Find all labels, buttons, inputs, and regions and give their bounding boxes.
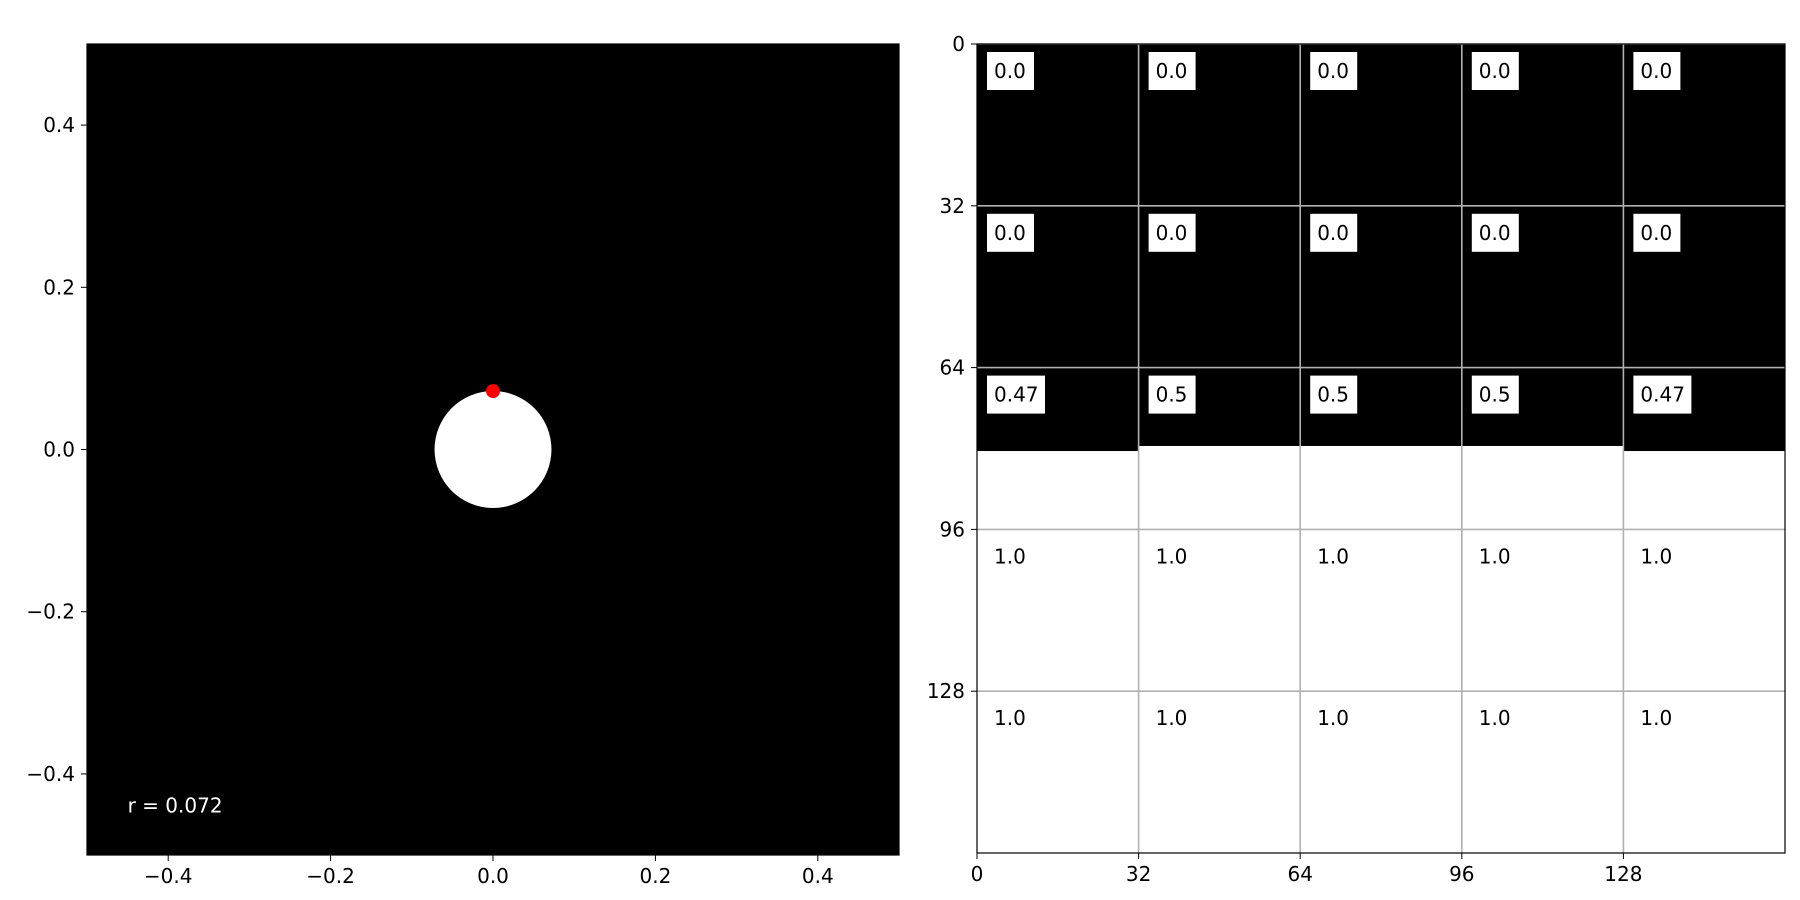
x-tick-label: −0.2 <box>306 864 355 888</box>
cell-label-box <box>987 375 1045 414</box>
cell-label-box <box>1633 213 1681 252</box>
x-tick-label: −0.4 <box>144 864 193 888</box>
cell-value: 0.5 <box>1317 383 1349 407</box>
cell-value: 0.0 <box>994 221 1026 245</box>
cell-value: 0.47 <box>1640 383 1685 407</box>
cell-value: 0.0 <box>994 59 1026 83</box>
cell-label-box <box>1310 375 1358 414</box>
cell-value: 1.0 <box>1317 706 1349 730</box>
y-tick-label: 0.2 <box>43 275 75 299</box>
cell-label-box <box>1310 213 1358 252</box>
cell-value: 0.0 <box>1156 59 1188 83</box>
cell-value: 0.0 <box>1479 221 1511 245</box>
cell-value: 0.0 <box>1317 59 1349 83</box>
cell-value: 1.0 <box>1640 706 1672 730</box>
x-tick-label: 64 <box>1287 862 1312 886</box>
red-point <box>486 384 500 399</box>
x-tick-label: 128 <box>1604 862 1642 886</box>
y-tick-label: 128 <box>927 679 965 703</box>
cell-label-box <box>1148 213 1196 252</box>
cell-value: 1.0 <box>1640 544 1672 568</box>
cell-value: 1.0 <box>1317 544 1349 568</box>
cell-label-box <box>1471 52 1519 90</box>
y-tick-label: 0.0 <box>43 438 75 462</box>
y-tick-label: 0.4 <box>43 113 75 137</box>
cell-value: 0.0 <box>1479 59 1511 83</box>
cell-label-box <box>1148 52 1196 90</box>
cell-value: 0.0 <box>1640 59 1672 83</box>
cell-value: 0.0 <box>1640 221 1672 245</box>
cell-label-box <box>1471 375 1519 414</box>
y-tick-label: 64 <box>940 356 965 380</box>
cell-value: 0.47 <box>994 383 1039 407</box>
y-tick-label: 32 <box>940 194 965 218</box>
cell-value: 1.0 <box>1156 544 1188 568</box>
cell-value: 1.0 <box>994 544 1026 568</box>
x-tick-label: 0.2 <box>639 864 671 888</box>
x-tick-label: 0 <box>971 862 984 886</box>
y-tick-label: −0.4 <box>26 762 75 786</box>
x-tick-label: 0.0 <box>477 864 509 888</box>
cell-label-box <box>1633 52 1681 90</box>
cell-value: 1.0 <box>1479 544 1511 568</box>
cell-value: 1.0 <box>994 706 1026 730</box>
cell-value: 1.0 <box>1479 706 1511 730</box>
cell-label-box <box>1471 213 1519 252</box>
x-tick-label: 96 <box>1449 862 1474 886</box>
disk <box>434 391 552 508</box>
cell-label-box <box>987 52 1034 90</box>
cell-value: 0.0 <box>1317 221 1349 245</box>
cell-label-box <box>1148 375 1196 414</box>
y-tick-label: 0 <box>952 32 965 56</box>
circle-plot: r = 0.072 −0.4 −0.2 0.0 0.2 0.4 0.4 0.2 0.0 −0.2 −… <box>26 43 900 888</box>
grid-heatmap: 0.0 0.0 0.0 0.0 0.0 0.0 0.0 0.0 0.0 0.0 0.47 0.5 0.5… <box>927 32 1786 886</box>
cell-value: 0.5 <box>1479 383 1511 407</box>
cell-label-box <box>1310 52 1358 90</box>
y-tick-label: −0.2 <box>26 600 75 624</box>
radius-annotation: r = 0.072 <box>128 793 223 817</box>
heatmap-frame <box>976 43 1786 854</box>
cell-label-box <box>1633 375 1692 414</box>
x-tick-label: 0.4 <box>802 864 834 888</box>
cell-label-box <box>987 213 1034 252</box>
cell-value: 1.0 <box>1156 706 1188 730</box>
cell-value: 0.5 <box>1156 383 1188 407</box>
y-tick-label: 96 <box>940 517 965 541</box>
x-tick-label: 32 <box>1126 862 1151 886</box>
cell-value: 0.0 <box>1156 221 1188 245</box>
